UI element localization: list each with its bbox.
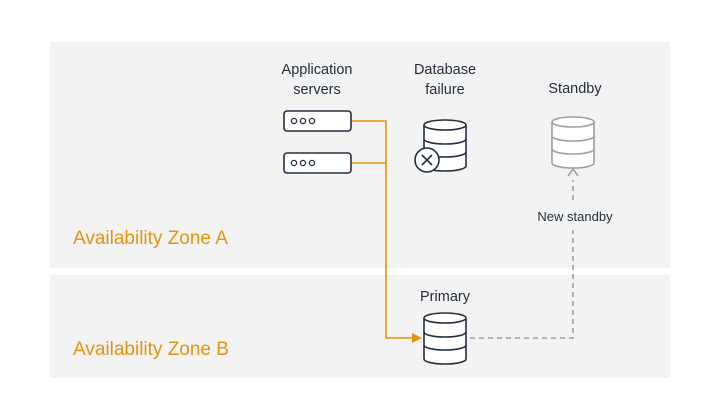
zone-b-label: Availability Zone B [73,339,229,360]
availability-zone-b [50,275,670,378]
primary-database-icon [423,312,467,365]
new-standby-label: New standby [537,209,613,224]
standby-database-icon [551,116,595,169]
server-icon [283,152,352,174]
error-x-icon [414,147,440,173]
db-failure-label: Database failure [413,62,477,98]
primary-label: Primary [420,289,470,305]
server-icon [283,110,352,132]
connector-arrowhead [412,333,422,343]
replication-arrowhead [567,167,579,177]
app-to-primary-connector [352,120,414,339]
app-servers-label: Application servers [281,62,353,98]
zone-a-label: Availability Zone A [73,228,228,249]
standby-label: Standby [548,81,602,97]
replication-line [470,180,574,339]
